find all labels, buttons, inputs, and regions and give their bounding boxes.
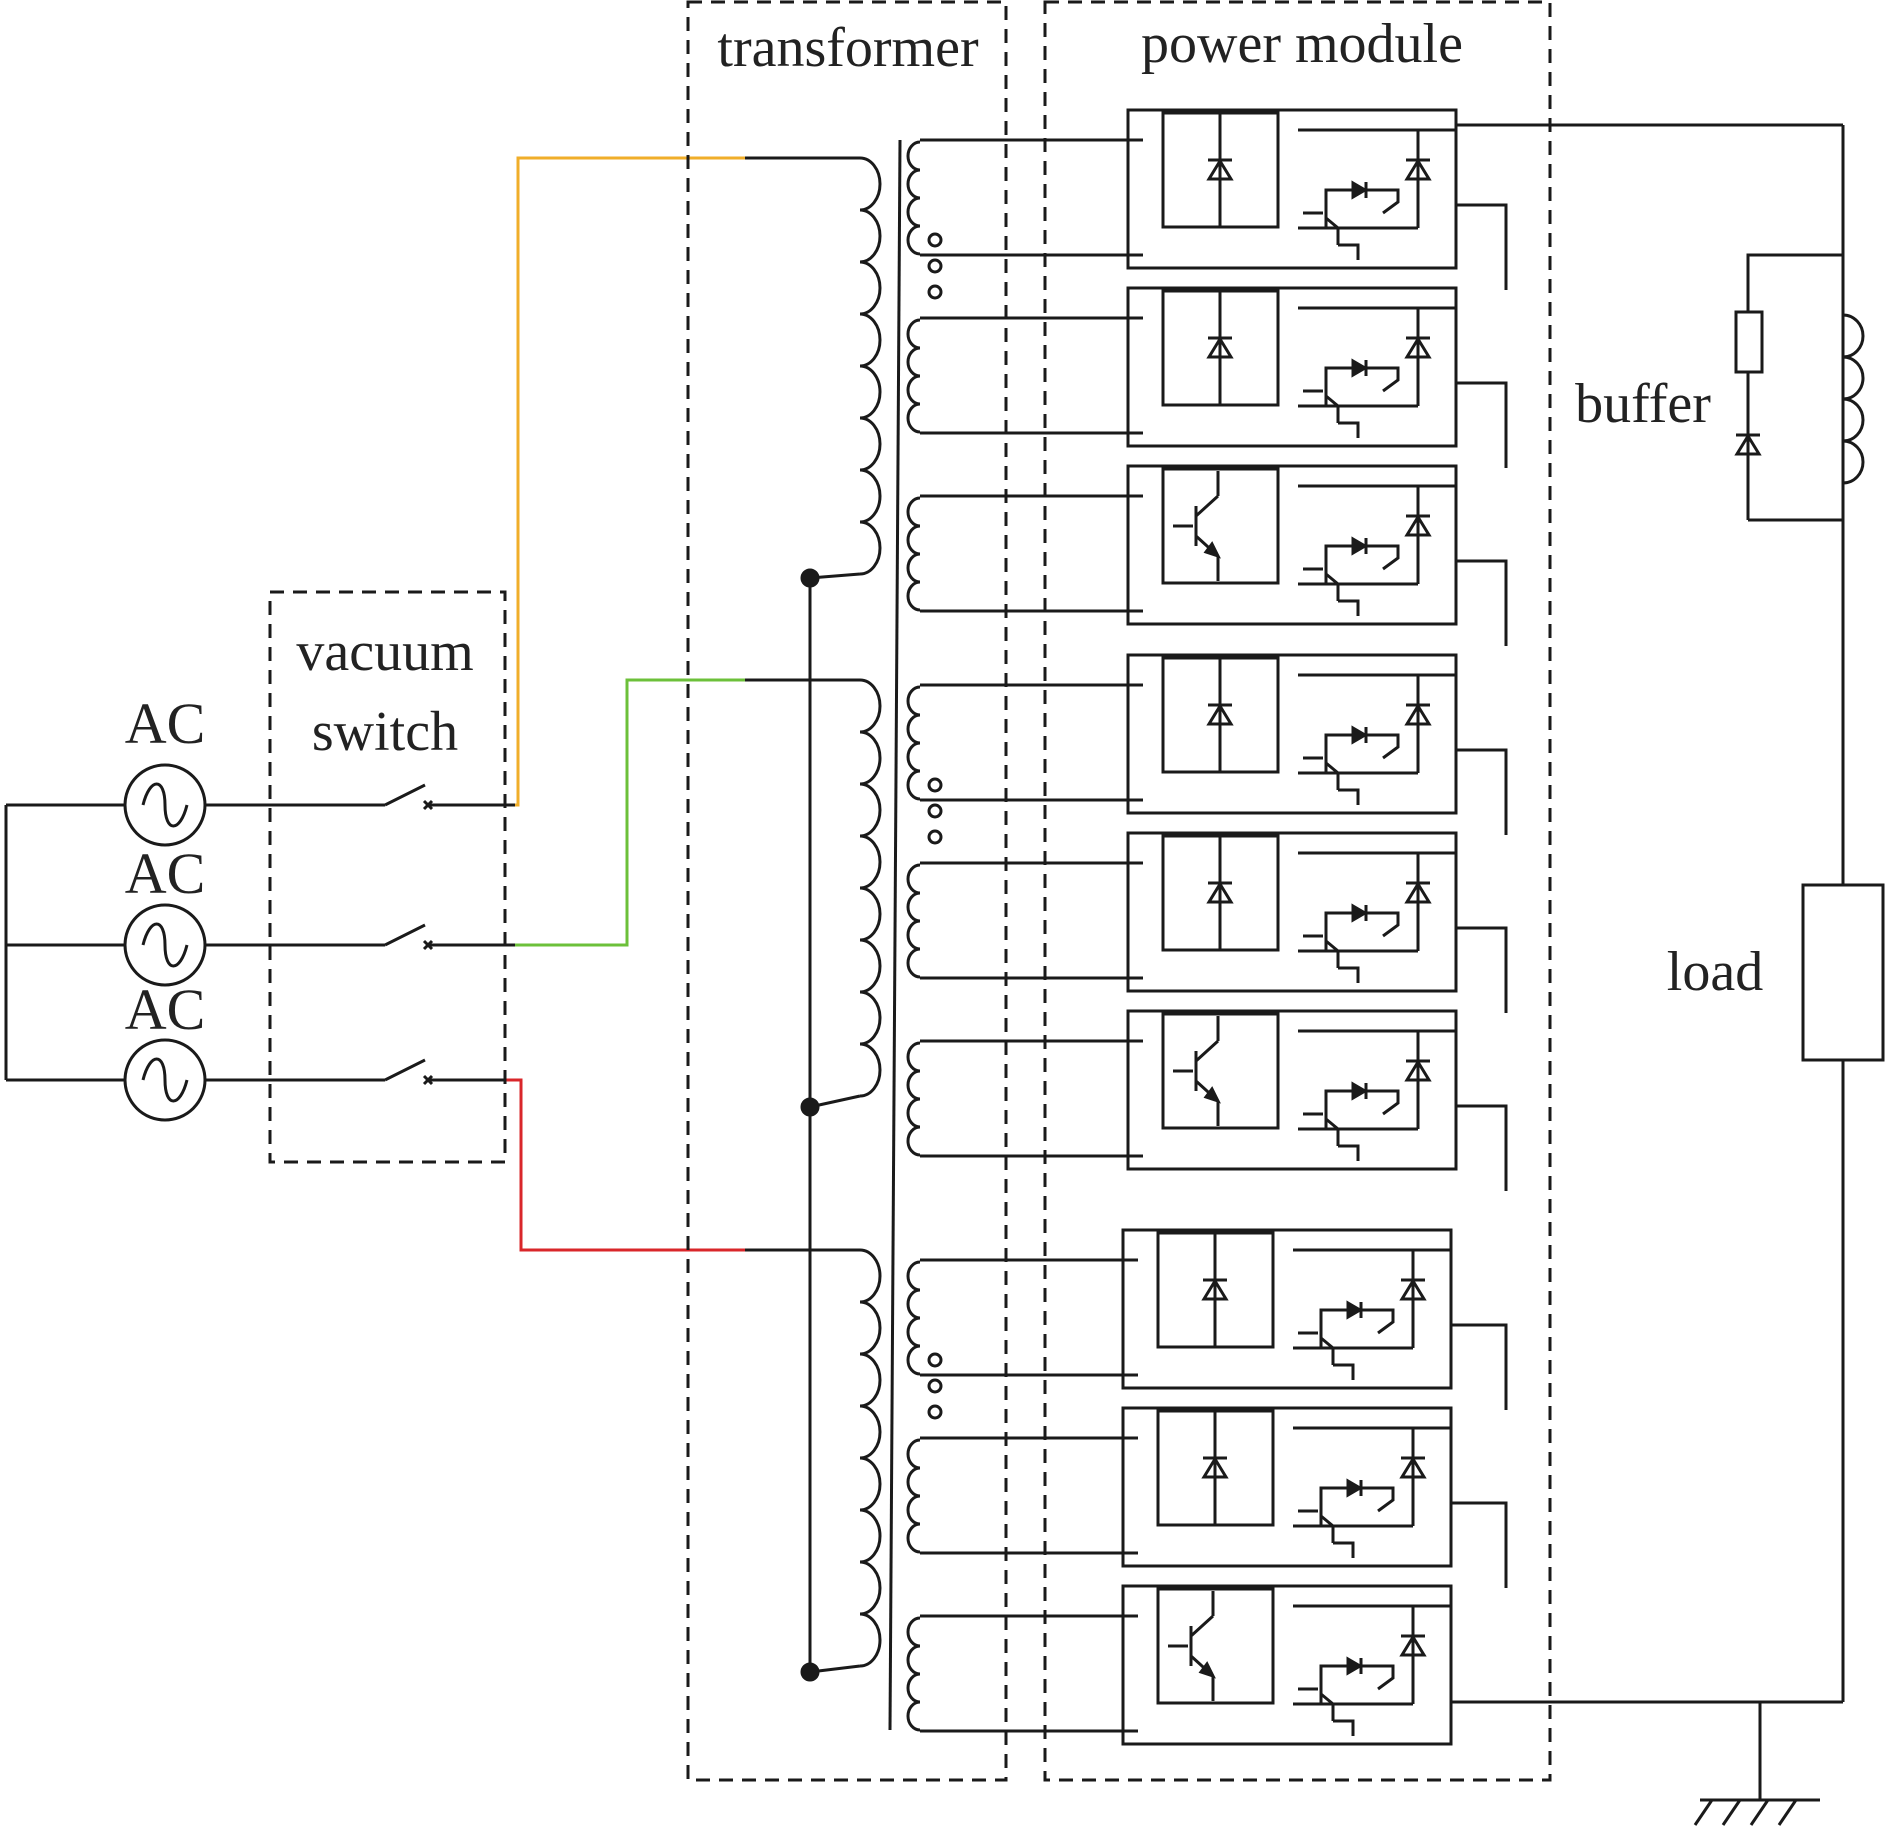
primary-winding-a xyxy=(859,156,882,576)
vacuum-switch-label-line1: vacuum xyxy=(296,621,473,683)
continuation-dot xyxy=(927,1378,943,1394)
power-module-8 xyxy=(906,1406,1453,1568)
ac-sources xyxy=(123,763,207,1122)
rectifier-diode-icon xyxy=(1206,158,1234,181)
series-link-1 xyxy=(1456,203,1508,290)
buffer-label: buffer xyxy=(1575,373,1711,435)
phase-c-feeder xyxy=(505,1078,745,1252)
igbt-diode-pair-icon xyxy=(1298,673,1456,805)
rectifier-diode-icon xyxy=(1206,336,1234,359)
transistor-icon xyxy=(1173,1016,1221,1126)
star-node-3 xyxy=(800,1662,820,1682)
continuation-dot xyxy=(927,232,943,248)
vacuum-switch-label-line2: switch xyxy=(312,701,458,763)
rectifier-diode-icon xyxy=(1206,881,1234,904)
buffer-circuit xyxy=(1734,253,1865,522)
igbt-diode-pair-icon xyxy=(1293,1604,1451,1736)
power-module-2 xyxy=(906,286,1458,448)
transistor-icon xyxy=(1173,471,1221,581)
ac-label-1: AC xyxy=(125,691,206,756)
rectifier-diode-icon xyxy=(1201,1278,1229,1301)
series-link-5 xyxy=(1456,926,1508,1013)
power-modules xyxy=(906,108,1458,1746)
vacuum-switch-3-icon xyxy=(384,1058,434,1086)
continuation-dot xyxy=(927,1404,943,1420)
transistor-icon xyxy=(1168,1591,1216,1701)
igbt-diode-pair-icon xyxy=(1298,851,1456,983)
power-module-1 xyxy=(906,108,1458,270)
power-module-label: power module xyxy=(1141,13,1463,75)
phase-a-feeder xyxy=(515,156,745,807)
series-link-2 xyxy=(1456,381,1508,468)
igbt-diode-pair-icon xyxy=(1293,1426,1451,1558)
power-module-4 xyxy=(906,653,1458,815)
series-link-6 xyxy=(1456,1104,1508,1191)
power-module-9 xyxy=(906,1584,1453,1746)
continuation-dot xyxy=(927,1352,943,1368)
buffer-diode-icon xyxy=(1734,433,1762,456)
rectifier-diode-icon xyxy=(1201,1456,1229,1479)
load-circuit xyxy=(1693,883,1885,1826)
power-module-box xyxy=(1043,0,1552,1782)
vacuum-switches xyxy=(384,783,434,1086)
transformer-windings xyxy=(859,139,902,1731)
ac-source-2-icon xyxy=(123,903,207,987)
igbt-diode-pair-icon xyxy=(1293,1248,1451,1380)
continuation-dot xyxy=(927,803,943,819)
continuation-dot xyxy=(927,284,943,300)
power-module-3 xyxy=(906,464,1458,626)
igbt-diode-pair-icon xyxy=(1298,1029,1456,1161)
power-module-5 xyxy=(906,831,1458,993)
continuation-dot xyxy=(927,777,943,793)
star-node-1 xyxy=(800,568,820,588)
wiring xyxy=(4,123,1845,1704)
primary-winding-b xyxy=(859,678,882,1098)
phase-b-feeder xyxy=(515,678,745,947)
vacuum-switch-1-icon xyxy=(384,783,434,811)
load-resistor-icon xyxy=(1801,883,1885,1062)
continuation-dot xyxy=(927,829,943,845)
igbt-diode-pair-icon xyxy=(1298,128,1456,260)
buffer-inductor-icon xyxy=(1842,313,1865,485)
igbt-diode-pair-icon xyxy=(1298,484,1456,616)
star-node-2 xyxy=(800,1097,820,1117)
transformer-core xyxy=(888,139,902,1731)
rectifier-diode-icon xyxy=(1206,703,1234,726)
vacuum-switch-2-icon xyxy=(384,923,434,951)
power-module-6 xyxy=(906,1009,1458,1171)
series-link-8 xyxy=(1451,1501,1508,1588)
series-link-4 xyxy=(1456,748,1508,835)
ac-source-1-icon xyxy=(123,763,207,847)
ac-label-2: AC xyxy=(125,841,206,906)
power-module-7 xyxy=(906,1228,1453,1390)
ac-source-3-icon xyxy=(123,1038,207,1122)
continuation-dot xyxy=(927,258,943,274)
vacuum-switch-box xyxy=(268,590,507,1164)
transformer-label: transformer xyxy=(717,17,979,79)
primary-winding-c xyxy=(859,1248,882,1668)
load-label: load xyxy=(1667,941,1763,1003)
ac-label-3: AC xyxy=(125,977,206,1042)
ground-icon xyxy=(1693,1702,1820,1826)
igbt-diode-pair-icon xyxy=(1298,306,1456,438)
buffer-top-branch xyxy=(1746,253,1843,312)
series-link-7 xyxy=(1451,1323,1508,1410)
transformer-box xyxy=(686,0,1008,1782)
buffer-resistor-icon xyxy=(1734,310,1764,374)
dashed-boxes xyxy=(268,0,1552,1782)
series-link-3 xyxy=(1456,559,1508,646)
